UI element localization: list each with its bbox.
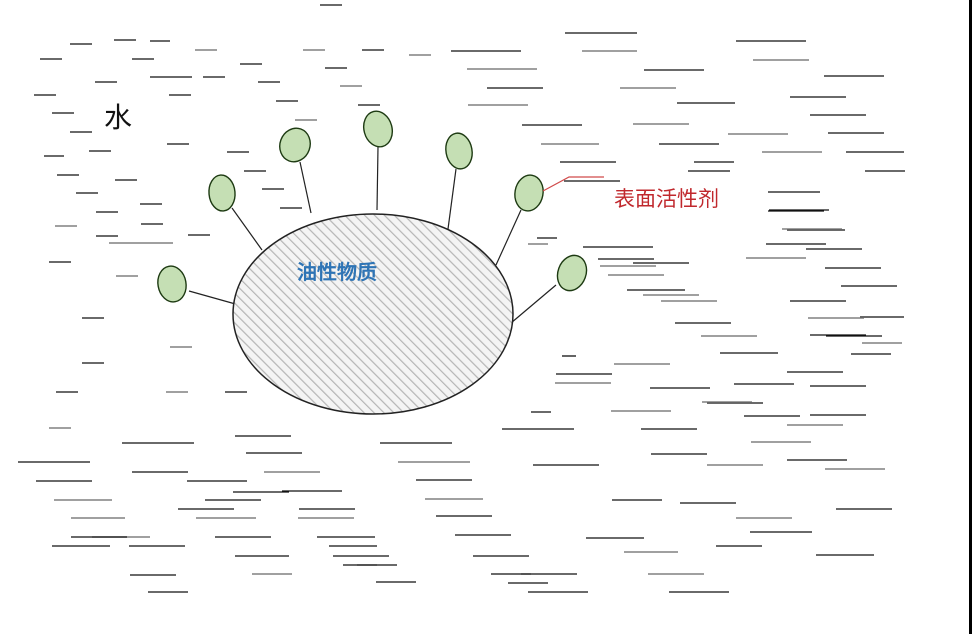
surfactant-tail (188, 290, 240, 306)
surfactant-tail (299, 161, 312, 214)
frame-border (969, 0, 972, 634)
surfactant-heads (157, 110, 588, 303)
surfactant-tail (495, 209, 522, 266)
surfactant-tail (447, 168, 457, 230)
surfactant-head (157, 265, 187, 303)
surfactant-leader-line (542, 176, 604, 192)
water-label: 水 (104, 101, 133, 134)
surfactant-head (445, 132, 473, 170)
surfactant-tails (188, 146, 557, 324)
surfactant-tail (376, 146, 379, 211)
water-molecules (18, 4, 905, 593)
surfactant-head (514, 174, 544, 212)
surfactant-head (208, 174, 236, 212)
surfactant-tail (510, 284, 557, 324)
surfactant-head (279, 127, 311, 163)
surfactant-label: 表面活性剂 (614, 187, 719, 211)
oil-droplet (232, 213, 514, 415)
surfactant-head (556, 254, 588, 292)
surfactant-tail (231, 207, 263, 251)
oil-label: 油性物质 (297, 260, 377, 284)
surfactant-head (362, 110, 394, 148)
